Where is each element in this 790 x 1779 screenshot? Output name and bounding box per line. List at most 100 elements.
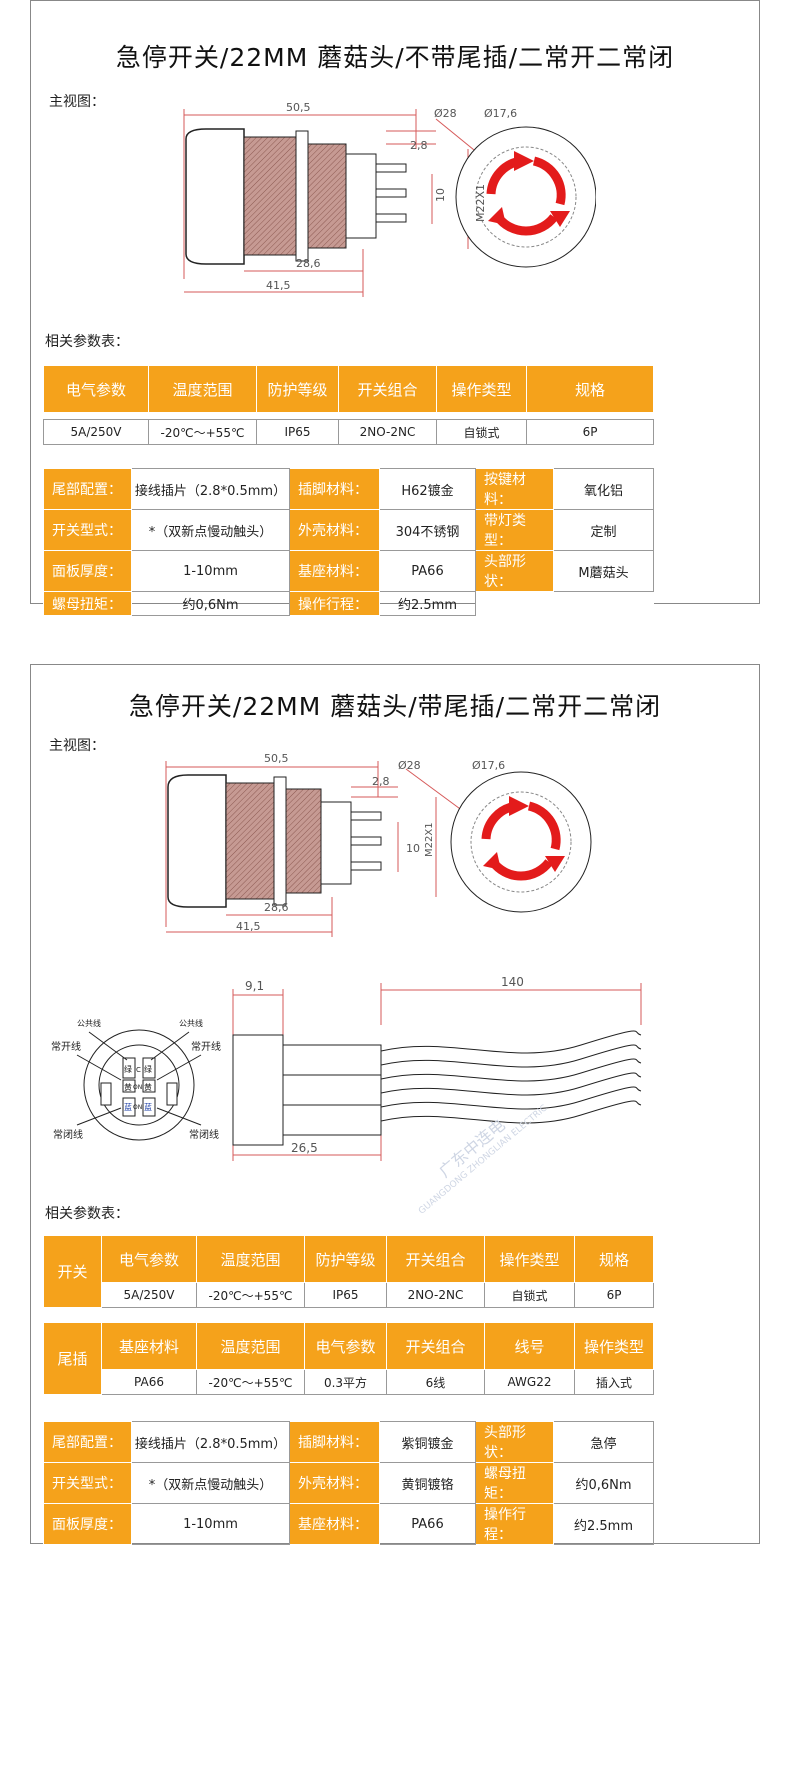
switch-params-table: 开关 电气参数 温度范围 防护等级 开关组合 操作类型 规格 5A/250V -…: [43, 1235, 654, 1308]
value-cell: 自锁式: [484, 1282, 575, 1308]
switch-body: [225, 782, 277, 900]
dim-d28: Ø28: [398, 759, 421, 772]
value-cell: 插入式: [574, 1369, 654, 1395]
spec-key: 基座材料：: [289, 1503, 380, 1545]
pin-5: 蓝: [124, 1102, 132, 1112]
params-label: 相关参数表：: [45, 334, 129, 350]
value-cell: -20℃～+55℃: [148, 419, 257, 445]
header-cell: 防护等级: [304, 1235, 387, 1283]
spec-table: 尾部配置： 接线插片（2.8*0.5mm） 插脚材料： H62镀金 按键材料： …: [43, 468, 654, 616]
spec-value: 约2.5mm: [553, 1503, 654, 1545]
spec-value: *（双新点慢动触头）: [131, 1462, 290, 1504]
spec-key: 头部形状：: [475, 550, 554, 592]
value-cell: 0.3平方: [304, 1369, 387, 1395]
spec-key: 基座材料：: [289, 550, 380, 592]
header-cell: 电气参数: [43, 365, 149, 413]
value-cell: 2NO-2NC: [386, 1282, 485, 1308]
header-cell: 操作类型: [574, 1322, 654, 1370]
value-cell: PA66: [101, 1369, 197, 1395]
dim-d17: Ø17,6: [472, 759, 505, 772]
main-view-label: 主视图：: [49, 94, 105, 110]
header-cell: 温度范围: [148, 365, 257, 413]
spec-value: H62镀金: [379, 468, 476, 510]
dim-26-5: 26,5: [291, 1141, 318, 1155]
pin-3: 黄: [124, 1082, 132, 1092]
spec-key: 插脚材料：: [289, 468, 380, 510]
header-cell: 温度范围: [196, 1322, 305, 1370]
dim-m22: M22X1: [424, 822, 435, 857]
tail-params-table: 尾插 基座材料 温度范围 电气参数 开关组合 线号 操作类型 PA66 -20℃…: [43, 1322, 654, 1395]
switch-body: [243, 136, 300, 256]
spec-key: 尾部配置：: [43, 468, 132, 510]
spec-value: 黄铜镀铬: [379, 1462, 476, 1504]
value-cell: 自锁式: [436, 419, 527, 445]
card-title: 急停开关/22MM 蘑菇头/带尾插/二常开二常闭: [128, 692, 662, 721]
main-view-label: 主视图：: [49, 738, 105, 754]
spec-value: 304不锈钢: [379, 509, 476, 551]
dim-28-6: 28,6: [264, 901, 289, 914]
nut: [273, 776, 287, 906]
product-card-with-tail: 急停开关/22MM 蘑菇头/带尾插/二常开二常闭 主视图：: [30, 664, 760, 1545]
value-cell: 6P: [574, 1282, 654, 1308]
pin-c: C: [136, 1066, 141, 1074]
spec-key: 插脚材料：: [289, 1421, 380, 1463]
tail-side-label: 尾插: [43, 1322, 102, 1395]
header-cell: 开关组合: [386, 1235, 485, 1283]
base: [320, 801, 352, 885]
spec-value: 约0,6Nm: [553, 1462, 654, 1504]
header-cell: 操作类型: [484, 1235, 575, 1283]
pin-1: 绿: [124, 1065, 132, 1074]
base: [345, 153, 377, 239]
pin-6: 蓝: [144, 1102, 152, 1112]
switch-drawing: 50,5 Ø28 Ø17,6 2,8 10 M22X1 28,6 41,5: [165, 752, 592, 937]
dim-10: 10: [406, 842, 420, 855]
dim-2-8: 2,8: [372, 775, 390, 788]
spec-key: 开关型式：: [43, 1462, 132, 1504]
spec-value: PA66: [379, 550, 476, 592]
value-cell: AWG22: [484, 1369, 575, 1395]
label-nc-left: 常闭线: [53, 1128, 83, 1141]
spec-key: 外壳材料：: [289, 509, 380, 551]
tail-connector-drawing: 9,1 140 26,5: [232, 975, 642, 1161]
value-cell: 2NO-2NC: [338, 419, 437, 445]
terminal-pins: [350, 811, 382, 871]
wiring-diagram: 公共线 公共线 常开线 常开线 常闭线 常闭线 绿 绿 C 黄 ON 黄 蓝 O…: [51, 1018, 221, 1141]
spec-key: 带灯类型：: [475, 509, 554, 551]
spec-table: 尾部配置： 接线插片（2.8*0.5mm） 插脚材料： 紫铜镀金 头部形状： 急…: [43, 1421, 654, 1545]
spec-key: 螺母扭矩：: [475, 1462, 554, 1504]
spec-key: 开关型式：: [43, 509, 132, 551]
dim-10: 10: [434, 188, 447, 202]
header-cell: 电气参数: [304, 1322, 387, 1370]
spec-value: 1-10mm: [131, 550, 290, 592]
dim-overall: 50,5: [264, 752, 289, 765]
dim-m22: M22X1: [474, 184, 487, 222]
value-cell: 6线: [386, 1369, 485, 1395]
value-cell: IP65: [256, 419, 339, 445]
spec-key: 螺母扭矩：: [43, 591, 132, 616]
front-view: [450, 771, 592, 913]
label-common-left: 公共线: [77, 1018, 101, 1028]
label-nc-right: 常闭线: [189, 1128, 219, 1141]
pin-on-2: ON: [133, 1104, 142, 1111]
dim-2-8: 2,8: [410, 139, 428, 152]
spec-value: 接线插片（2.8*0.5mm）: [131, 1421, 290, 1463]
spec-key: 面板厚度：: [43, 1503, 132, 1545]
thread-body: [285, 788, 322, 894]
params-label: 相关参数表：: [45, 1206, 129, 1222]
header-cell: 开关组合: [386, 1322, 485, 1370]
spec-value: *（双新点慢动触头）: [131, 509, 290, 551]
value-cell: 5A/250V: [101, 1282, 197, 1308]
mushroom-head: [185, 128, 245, 265]
terminal-pins: [375, 163, 407, 223]
spec-value: 紫铜镀金: [379, 1421, 476, 1463]
header-cell: 操作类型: [436, 365, 527, 413]
spec-key: 尾部配置：: [43, 1421, 132, 1463]
front-view: [455, 126, 596, 268]
label-no-right: 常开线: [191, 1040, 221, 1053]
switch-drawing: 50,5 Ø28 Ø17,6 2,8 10 M22X1 28,6 41,5: [183, 101, 596, 297]
spec-value: 1-10mm: [131, 1503, 290, 1545]
header-cell: 规格: [574, 1235, 654, 1283]
dim-9-1: 9,1: [245, 979, 264, 993]
switch-side-label: 开关: [43, 1235, 102, 1308]
spec-value: 急停: [553, 1421, 654, 1463]
